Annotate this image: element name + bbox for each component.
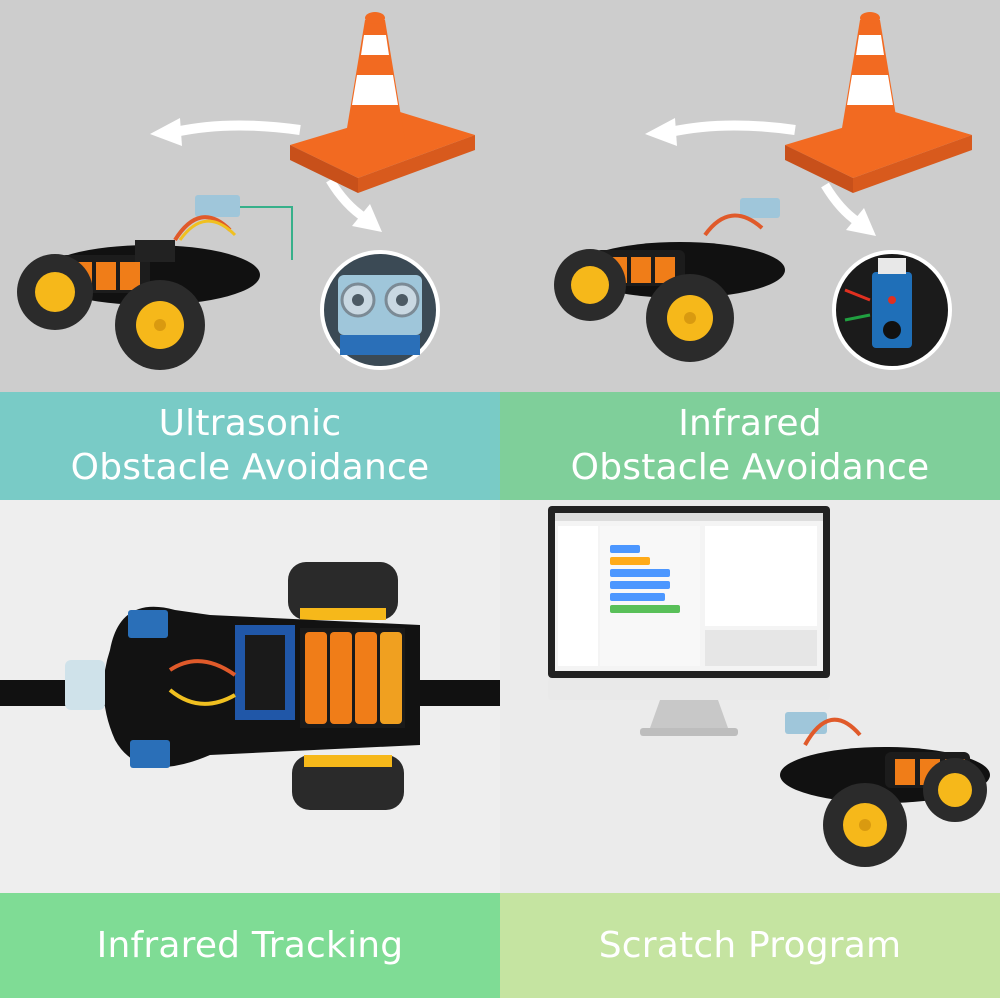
caption-scratch-line1: Scratch Program [598,924,902,966]
arrow-head-left [150,118,182,146]
scratch-illustration [548,506,990,867]
caption-infrared-obstacle: Infrared Obstacle Avoidance [500,392,1000,500]
robot-car-icon [780,712,990,867]
tracking-scene [0,500,500,893]
scratch-scene [500,500,1000,893]
arrow-head-down [352,204,382,232]
caption-infrared-line1: Infrared [678,403,822,445]
robot-car-icon [65,562,421,810]
caption-ultrasonic-line2: Obstacle Avoidance [70,447,430,488]
caption-infrared-line2: Obstacle Avoidance [570,447,930,488]
robot-car-icon [17,195,260,370]
arrow-head-left [645,118,677,146]
ultrasonic-sensor-icon [320,250,440,370]
infrared-obstacle-illustration [554,12,972,370]
infrared-sensor-icon [832,250,952,370]
caption-ultrasonic: Ultrasonic Obstacle Avoidance [0,392,500,500]
deflect-arrow-left [173,120,301,137]
ultrasonic-scene [0,0,500,392]
ultrasonic-front [65,660,105,710]
monitor-icon [548,506,830,736]
traffic-cone-icon [785,12,972,193]
caption-ultrasonic-line1: Ultrasonic [158,403,342,445]
caption-tracking: Infrared Tracking [0,893,500,998]
tracking-illustration [0,562,500,810]
infrared-obstacle-scene [500,0,1000,392]
arrow-head-down [846,208,876,236]
deflect-arrow-left [668,120,796,137]
ultrasonic-illustration [17,12,475,370]
caption-tracking-line1: Infrared Tracking [96,924,404,966]
caption-scratch: Scratch Program [500,893,1000,998]
traffic-cone-icon [290,12,475,193]
zoom-connector [240,206,293,260]
ir-sensor-bottom [130,740,170,768]
ir-sensor-top [128,610,168,638]
robot-car-icon [554,198,785,362]
